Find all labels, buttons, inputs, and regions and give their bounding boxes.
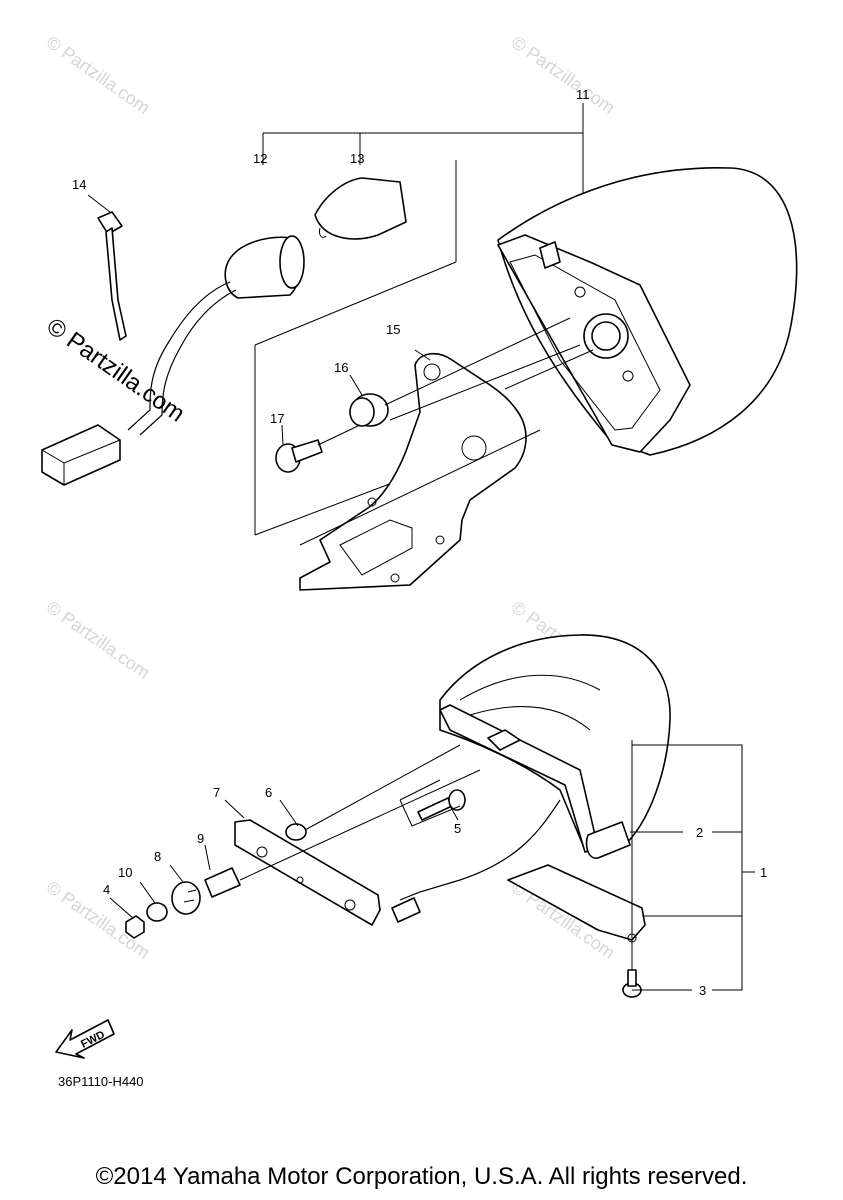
callout-1: 1 [760,865,767,880]
screw-upper [275,439,323,473]
callout-14: 14 [72,177,86,192]
callout-7: 7 [213,785,220,800]
tail-light-housing [497,167,798,456]
damper [171,881,201,915]
bracket-plate [299,352,527,591]
callout-2: 2 [696,825,703,840]
license-light-bulb [585,821,631,859]
callout-13: 13 [350,151,364,166]
bulb [314,177,407,240]
collar [204,867,241,898]
callout-4: 4 [103,882,110,897]
callout-12: 12 [253,151,267,166]
cable-tie [97,211,127,341]
callout-5: 5 [454,821,461,836]
connector [41,424,121,486]
watermark: © Partzilla.com [43,597,154,683]
callout-16: 16 [334,360,348,375]
callout-11-bracket [262,103,584,195]
callout-17: 17 [270,411,284,426]
washer [285,823,307,841]
plain-washer [146,902,168,922]
fwd-arrow-icon: FWD [55,1019,115,1059]
mounting-plate [234,819,381,926]
fwd-label: FWD [79,1029,107,1051]
callout-11: 11 [576,87,590,102]
callout-6: 6 [265,785,272,800]
screw-lower [622,969,642,998]
watermark: © Partzilla.com [508,32,619,118]
watermarks: © Partzilla.com © Partzilla.com © Partzi… [42,32,619,963]
diagram-code: 36P1110-H440 [58,1074,144,1089]
watermark-large: © Partzilla.com [42,313,190,428]
lamp-wire [391,799,561,923]
grommet [349,393,389,427]
callout-10: 10 [118,865,132,880]
nut [125,915,145,939]
watermark: © Partzilla.com [43,32,154,118]
socket-cord [127,235,305,436]
callout-3: 3 [699,983,706,998]
screw-tapping [399,779,466,827]
callout-15: 15 [386,322,400,337]
callout-8: 8 [154,849,161,864]
copyright-notice: ©2014 Yamaha Motor Corporation, U.S.A. A… [95,1163,748,1190]
callout-1-bracket [630,744,755,991]
callouts: 11 12 13 14 15 16 17 1 2 3 4 5 6 7 8 9 1… [72,87,767,998]
assembly-lines-lower [239,740,633,970]
callout-9: 9 [197,831,204,846]
leader-lines [87,194,459,919]
bulb-group-frame [254,160,457,536]
tail-light-lens [439,634,671,853]
assembly-lines-upper [299,317,594,546]
